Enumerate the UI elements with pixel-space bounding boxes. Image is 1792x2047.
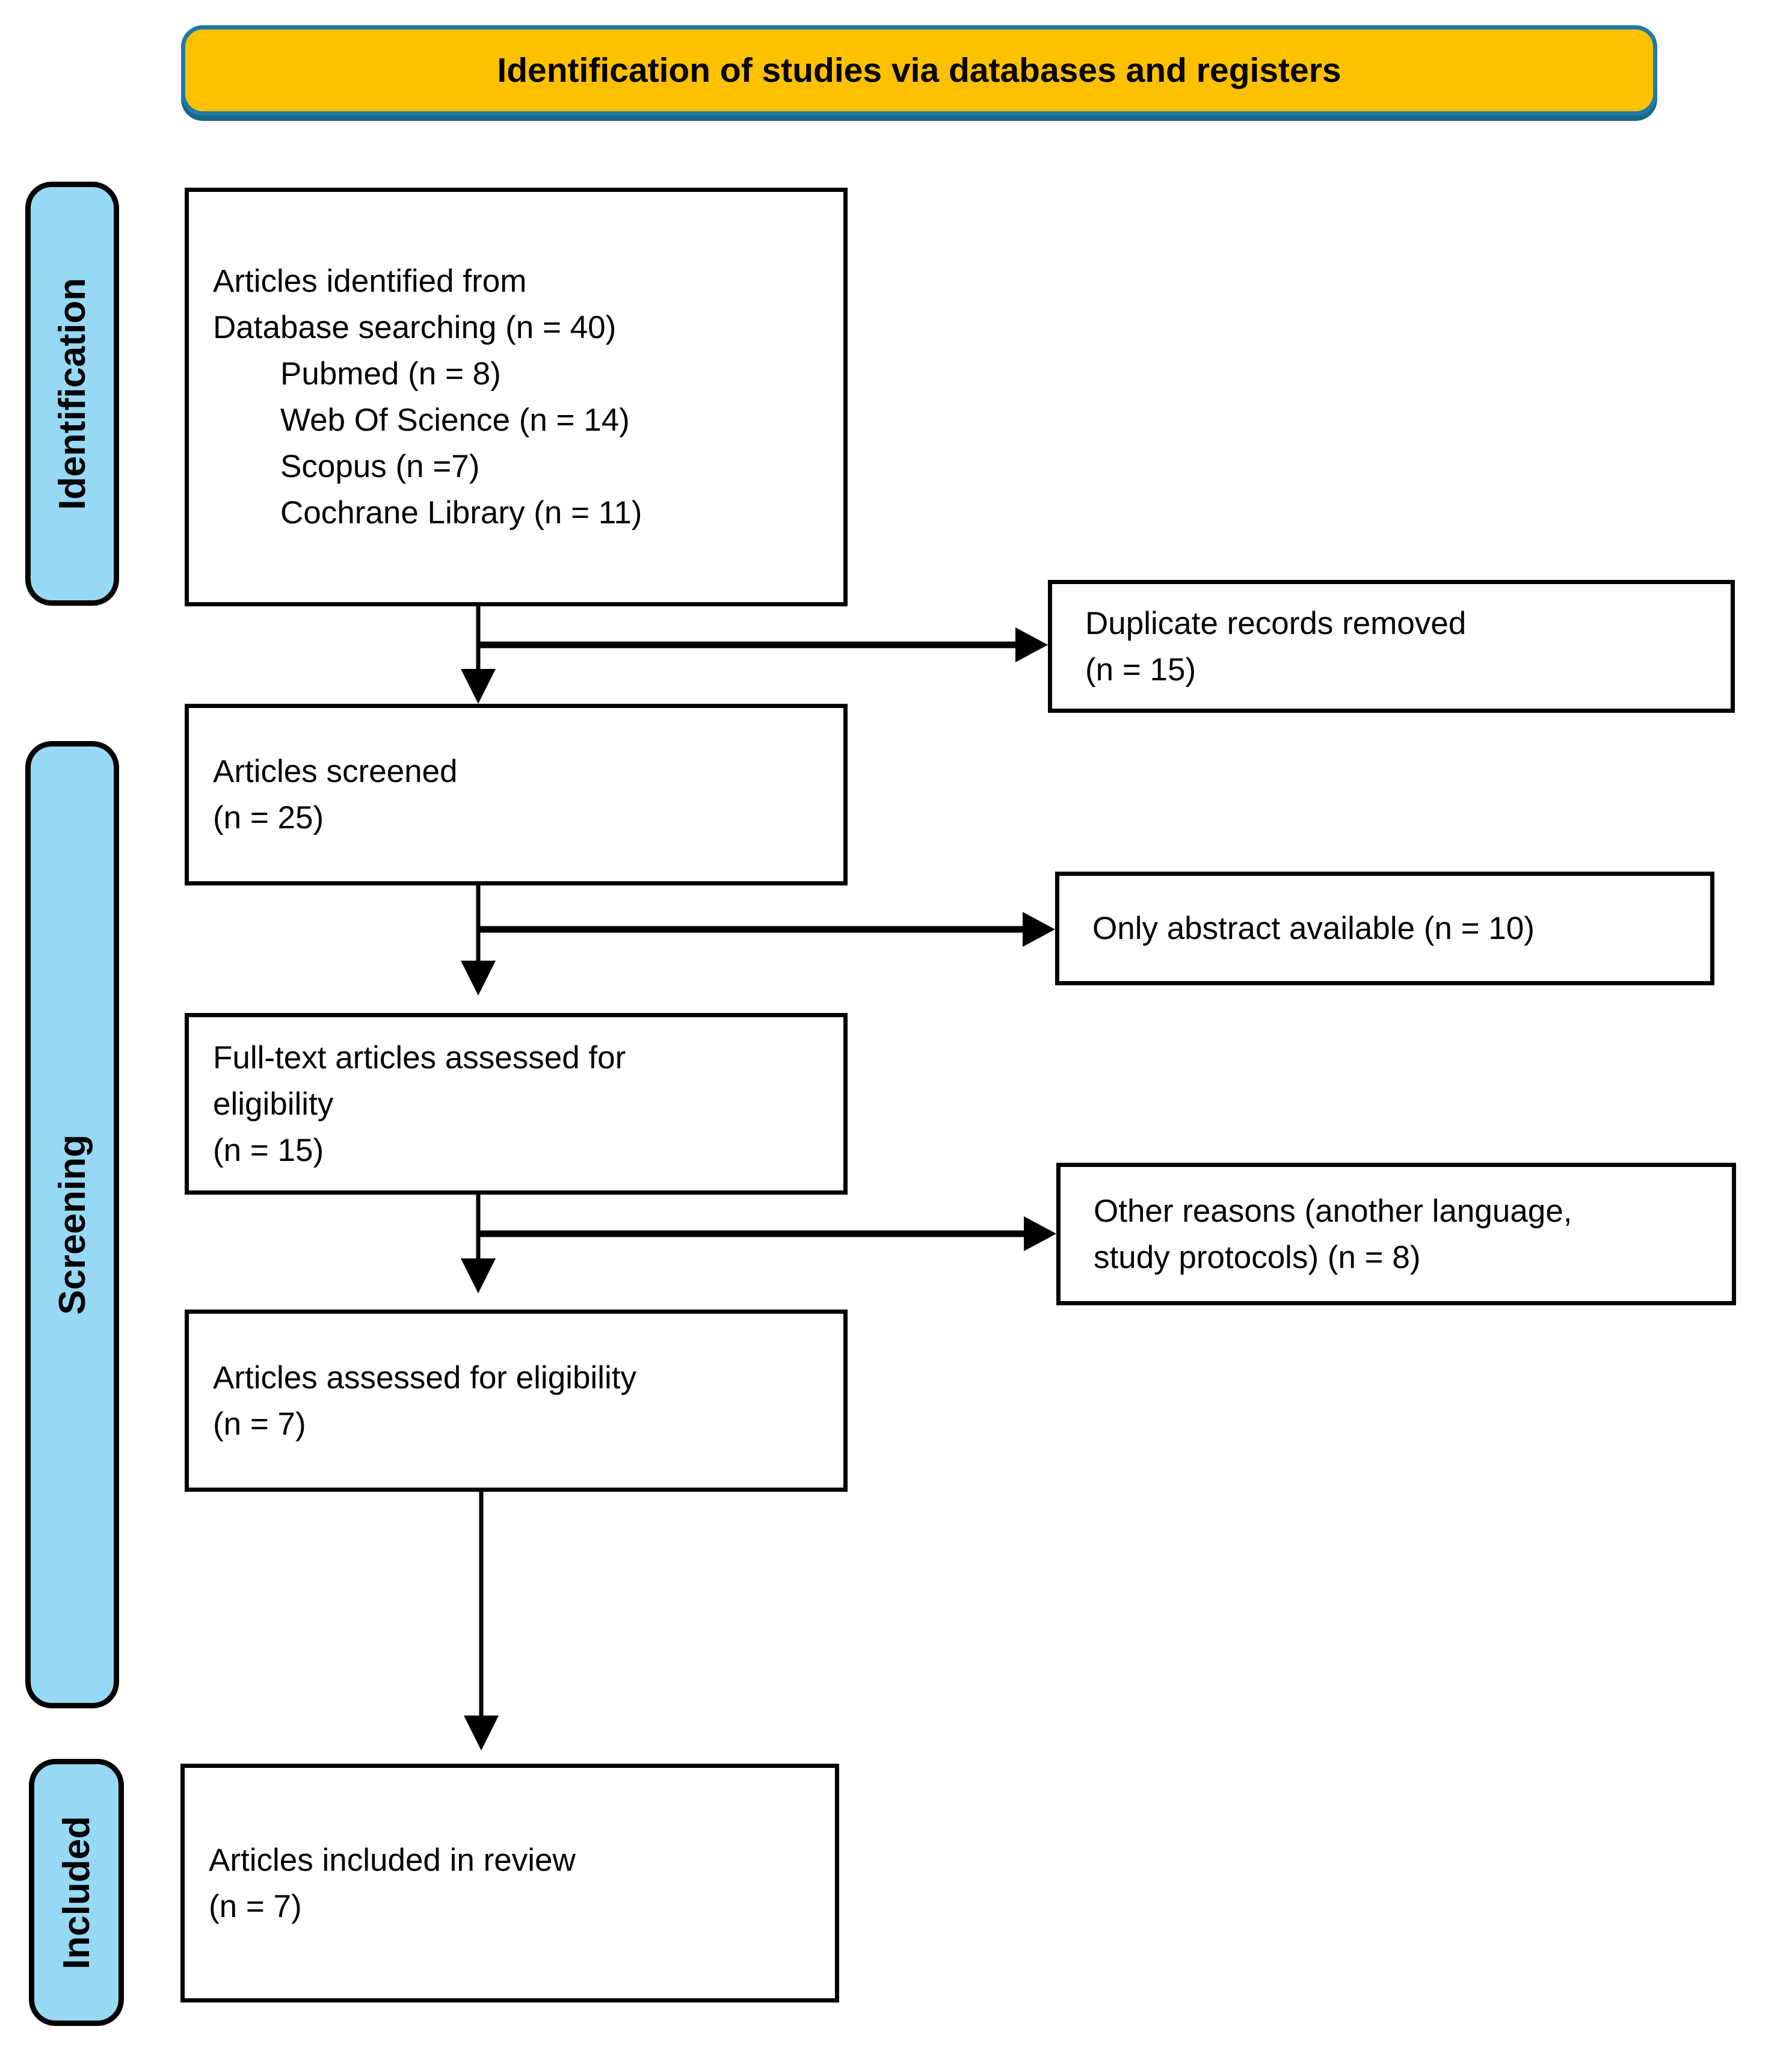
box-articles-screened: Articles screened (n = 25) (185, 704, 848, 885)
box-articles-assessed-count: (n = 7) (213, 1406, 306, 1442)
arrow-fulltext-to-assessed (461, 1193, 496, 1293)
stage-label-identification: Identification (25, 182, 119, 606)
box-other-reasons-line: study protocols) (n = 8) (1094, 1239, 1421, 1275)
box-duplicates-removed-count: (n = 15) (1085, 651, 1196, 688)
box-articles-included-count: (n = 7) (209, 1888, 302, 1924)
database-item-scopus: Scopus (n =7) (280, 449, 480, 484)
box-articles-screened-count: (n = 25) (213, 800, 324, 836)
box-articles-included: Articles included in review (n = 7) (180, 1764, 839, 2002)
box-fulltext-assessed: Full-text articles assessed for eligibil… (185, 1013, 848, 1195)
arrow-to-duplicates-removed (478, 627, 1048, 662)
stage-label-included: Included (29, 1759, 124, 2026)
banner-title: Identification of studies via databases … (181, 25, 1657, 115)
box-articles-included-line: Articles included in review (209, 1842, 576, 1878)
box-other-reasons-line: Other reasons (another language, (1094, 1193, 1572, 1229)
database-item-cochrane: Cochrane Library (n = 11) (280, 495, 642, 531)
box-articles-assessed: Articles assessed for eligibility (n = 7… (185, 1310, 848, 1492)
stage-label-included-text: Included (55, 1815, 97, 1969)
box-duplicates-removed: Duplicate records removed (n = 15) (1048, 580, 1735, 713)
box-articles-screened-line: Articles screened (213, 754, 458, 789)
box-articles-identified: Articles identified from Database search… (185, 188, 848, 606)
box-fulltext-assessed-line: eligibility (213, 1086, 334, 1122)
stage-label-screening: Screening (25, 741, 119, 1708)
database-item-web-of-science: Web Of Science (n = 14) (280, 402, 630, 438)
arrow-assessed-to-included (464, 1490, 499, 1750)
stage-label-screening-text: Screening (51, 1134, 93, 1315)
arrow-identified-to-screened (461, 605, 496, 704)
banner-title-text: Identification of studies via databases … (497, 51, 1341, 90)
arrow-to-abstract-only (478, 912, 1055, 947)
box-fulltext-assessed-line: Full-text articles assessed for (213, 1039, 626, 1076)
box-duplicates-removed-line: Duplicate records removed (1085, 605, 1467, 641)
database-item-pubmed: Pubmed (n = 8) (280, 356, 501, 392)
box-abstract-only: Only abstract available (n = 10) (1055, 872, 1714, 985)
stage-label-identification-text: Identification (51, 277, 93, 510)
arrow-screened-to-fulltext (461, 884, 496, 996)
box-fulltext-assessed-count: (n = 15) (213, 1132, 324, 1168)
box-articles-assessed-line: Articles assessed for eligibility (213, 1359, 636, 1396)
box-other-reasons: Other reasons (another language, study p… (1056, 1163, 1736, 1305)
arrow-to-other-reasons (478, 1216, 1056, 1251)
box-abstract-only-line: Only abstract available (n = 10) (1092, 911, 1535, 946)
box-articles-identified-line: Articles identified from (213, 263, 527, 299)
box-articles-identified-line: Database searching (n = 40) (213, 310, 617, 345)
